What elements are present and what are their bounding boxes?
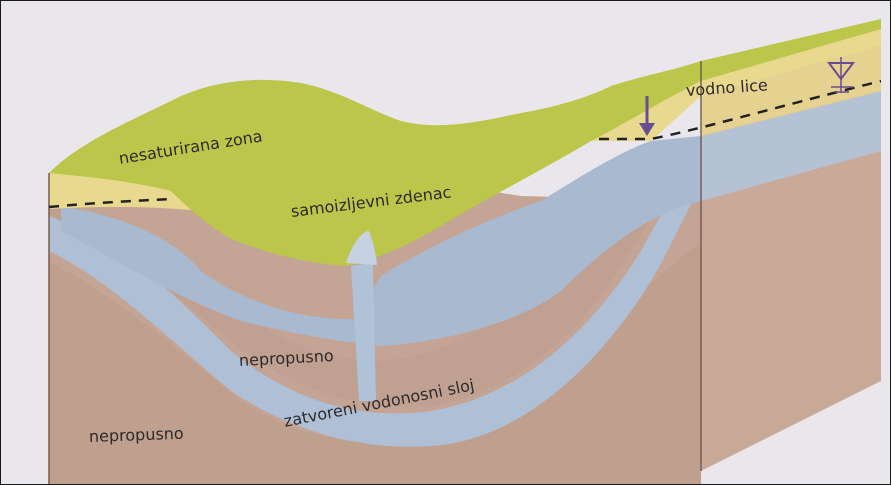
impermeable-lower-label: nepropusno	[89, 426, 184, 445]
